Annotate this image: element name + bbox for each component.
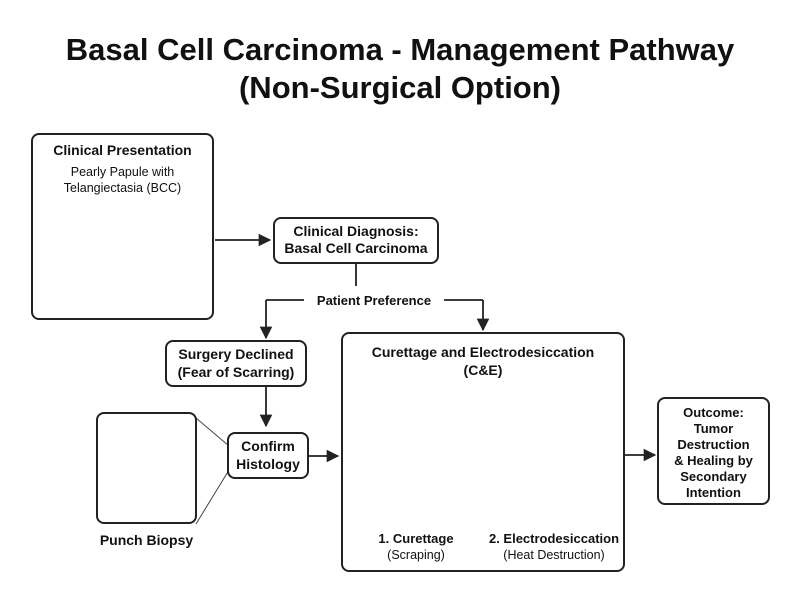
- ce-heading-line2: (C&E): [463, 362, 503, 378]
- ce-procedure-box: [341, 332, 625, 572]
- step2-subtitle: (Heat Destruction): [503, 548, 605, 562]
- confirm-histology-line1: Confirm: [241, 438, 295, 454]
- clinical-presentation-heading: Clinical Presentation: [53, 142, 192, 158]
- surgery-declined-box: [165, 340, 307, 387]
- diagnosis-line2: Basal Cell Carcinoma: [284, 240, 428, 256]
- lesion-caption-line2: Telangiectasia (BCC): [63, 181, 182, 195]
- ce-heading-line1: Curettage and Electrodesiccation: [371, 344, 595, 360]
- lesion-caption-line1: Pearly Papule with: [70, 165, 175, 179]
- surgery-declined-line1: Surgery Declined: [178, 346, 294, 362]
- step1-title: 1. Curettage: [378, 531, 454, 546]
- outcome-line1: Outcome:: [683, 405, 744, 420]
- confirm-histology-box: [227, 432, 309, 479]
- clinical-diagnosis-box: [273, 217, 439, 264]
- outcome-line2: Tumor: [693, 421, 734, 436]
- clinical-presentation-box: [31, 133, 214, 320]
- patient-preference-label: Patient Preference: [316, 293, 432, 308]
- page-subtitle: (Non-Surgical Option): [238, 70, 562, 105]
- outcome-line4: & Healing by: [674, 453, 753, 468]
- outcome-line6: Intention: [686, 485, 741, 500]
- punch-biopsy-label: Punch Biopsy: [99, 532, 194, 548]
- punch-biopsy-box: [96, 412, 197, 524]
- diagnosis-line1: Clinical Diagnosis:: [293, 223, 419, 239]
- outcome-line5: Secondary: [680, 469, 747, 484]
- outcome-line3: Destruction: [677, 437, 750, 452]
- step2-title: 2. Electrodesiccation: [488, 531, 620, 546]
- outcome-box: [657, 397, 770, 505]
- confirm-histology-line2: Histology: [236, 456, 300, 472]
- surgery-declined-line2: (Fear of Scarring): [177, 364, 295, 380]
- page-title: Basal Cell Carcinoma - Management Pathwa…: [65, 32, 735, 67]
- step1-subtitle: (Scraping): [387, 548, 445, 562]
